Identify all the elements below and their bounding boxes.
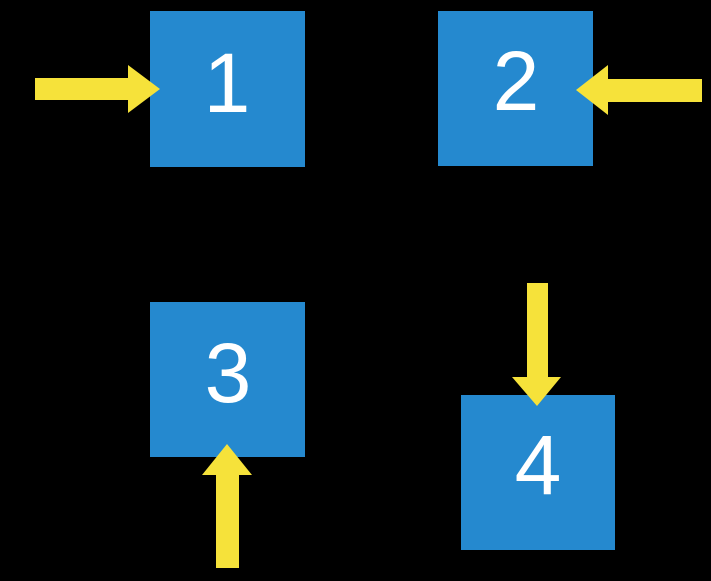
arrow-right-icon [35,65,160,113]
square-3-group: 3 [150,302,305,457]
arrow-left-icon [576,65,702,115]
square-2 [438,11,593,166]
square-1-label: 1 [204,36,251,130]
square-2-group: 2 [438,11,593,166]
arrow-down-icon [512,283,561,406]
square-3-label: 3 [205,326,252,420]
square-4 [461,395,615,550]
square-3 [150,302,305,457]
arrow-up-icon [202,444,252,568]
square-4-label: 4 [515,418,562,512]
square-4-group: 4 [461,395,615,550]
square-2-label: 2 [493,34,540,128]
square-1 [150,11,305,167]
square-1-group: 1 [150,11,305,167]
